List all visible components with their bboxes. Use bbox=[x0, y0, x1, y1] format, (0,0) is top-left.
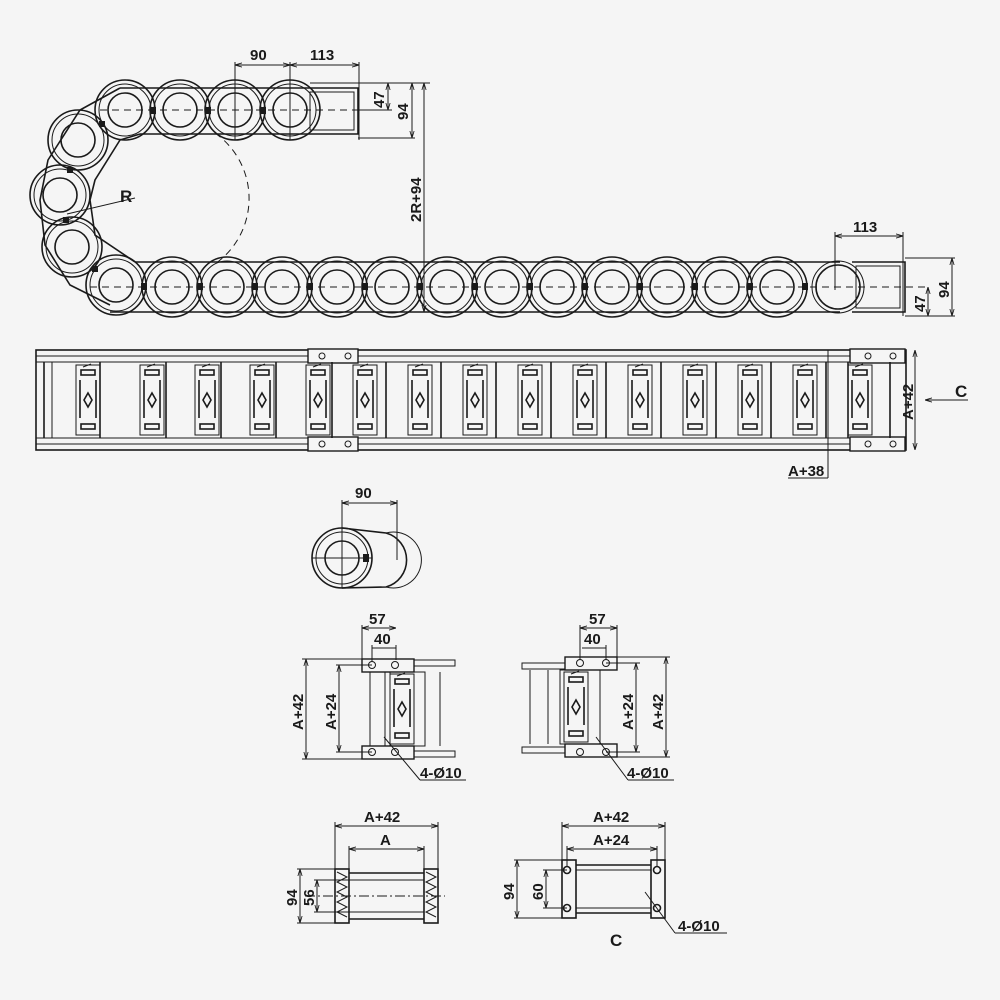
bracket-half-height-dimension: 47 bbox=[371, 91, 388, 108]
bracket-left-view: 57 40 A+42 A+24 4-Ø10 bbox=[290, 611, 466, 782]
view-c-holes-callout: 4-Ø10 bbox=[678, 918, 720, 935]
bracket-right-hole-spacing-dimension: 40 bbox=[584, 631, 601, 648]
bracket-left-holes-callout: 4-Ø10 bbox=[420, 765, 462, 782]
view-c-outer-width-dimension: A+42 bbox=[593, 809, 629, 826]
link-section-inner-height-dimension: 56 bbox=[301, 889, 318, 906]
link-section-view: A+42 A 94 56 bbox=[284, 809, 445, 924]
single-link-pitch-dimension: 90 bbox=[355, 485, 372, 502]
bracket-right-holes-callout: 4-Ø10 bbox=[627, 765, 669, 782]
view-c-arrow-label: C bbox=[955, 382, 967, 401]
top-view: A+42 C A+38 bbox=[35, 348, 968, 480]
outer-width-dimension: A+42 bbox=[900, 384, 917, 420]
bracket-left-length-dimension: 57 bbox=[369, 611, 386, 628]
view-c-height-dimension: 94 bbox=[501, 883, 518, 900]
radius-label: R bbox=[120, 187, 132, 206]
link-height-dimension-bottom: 94 bbox=[936, 281, 953, 298]
bracket-right-view: 57 40 A+24 A+42 4-Ø10 bbox=[521, 611, 674, 782]
view-c-section: A+42 A+24 94 60 4-Ø10 C bbox=[501, 809, 727, 950]
pitch-dimension: 90 bbox=[250, 47, 267, 64]
view-c-title: C bbox=[610, 931, 622, 950]
overall-height-dimension: 2R+94 bbox=[408, 177, 425, 222]
link-section-outer-width-dimension: A+42 bbox=[364, 809, 400, 826]
link-section-inner-width-dimension: A bbox=[380, 832, 391, 849]
view-c-hole-height-dimension: 60 bbox=[530, 883, 547, 900]
bracket-half-height-dimension-bottom: 47 bbox=[912, 295, 929, 312]
bracket-length-dimension: 113 bbox=[310, 47, 334, 64]
bracket-right-outer-width-dimension: A+42 bbox=[650, 694, 667, 730]
bracket-length-dimension-bottom: 113 bbox=[853, 219, 877, 236]
link-section-height-dimension: 94 bbox=[284, 889, 301, 906]
bracket-right-length-dimension: 57 bbox=[589, 611, 606, 628]
bracket-left-outer-width-dimension: A+42 bbox=[290, 694, 307, 730]
side-view: R 90 113 47 94 2R+94 113 47 94 bbox=[29, 47, 955, 318]
link-height-dimension: 94 bbox=[395, 103, 412, 120]
inner-width-dimension: A+38 bbox=[788, 463, 824, 480]
view-c-hole-width-dimension: A+24 bbox=[593, 832, 630, 849]
single-link-view: 90 bbox=[311, 485, 422, 589]
bracket-left-hole-width-dimension: A+24 bbox=[323, 693, 340, 730]
bracket-left-hole-spacing-dimension: 40 bbox=[374, 631, 391, 648]
bracket-right-hole-width-dimension: A+24 bbox=[620, 693, 637, 730]
